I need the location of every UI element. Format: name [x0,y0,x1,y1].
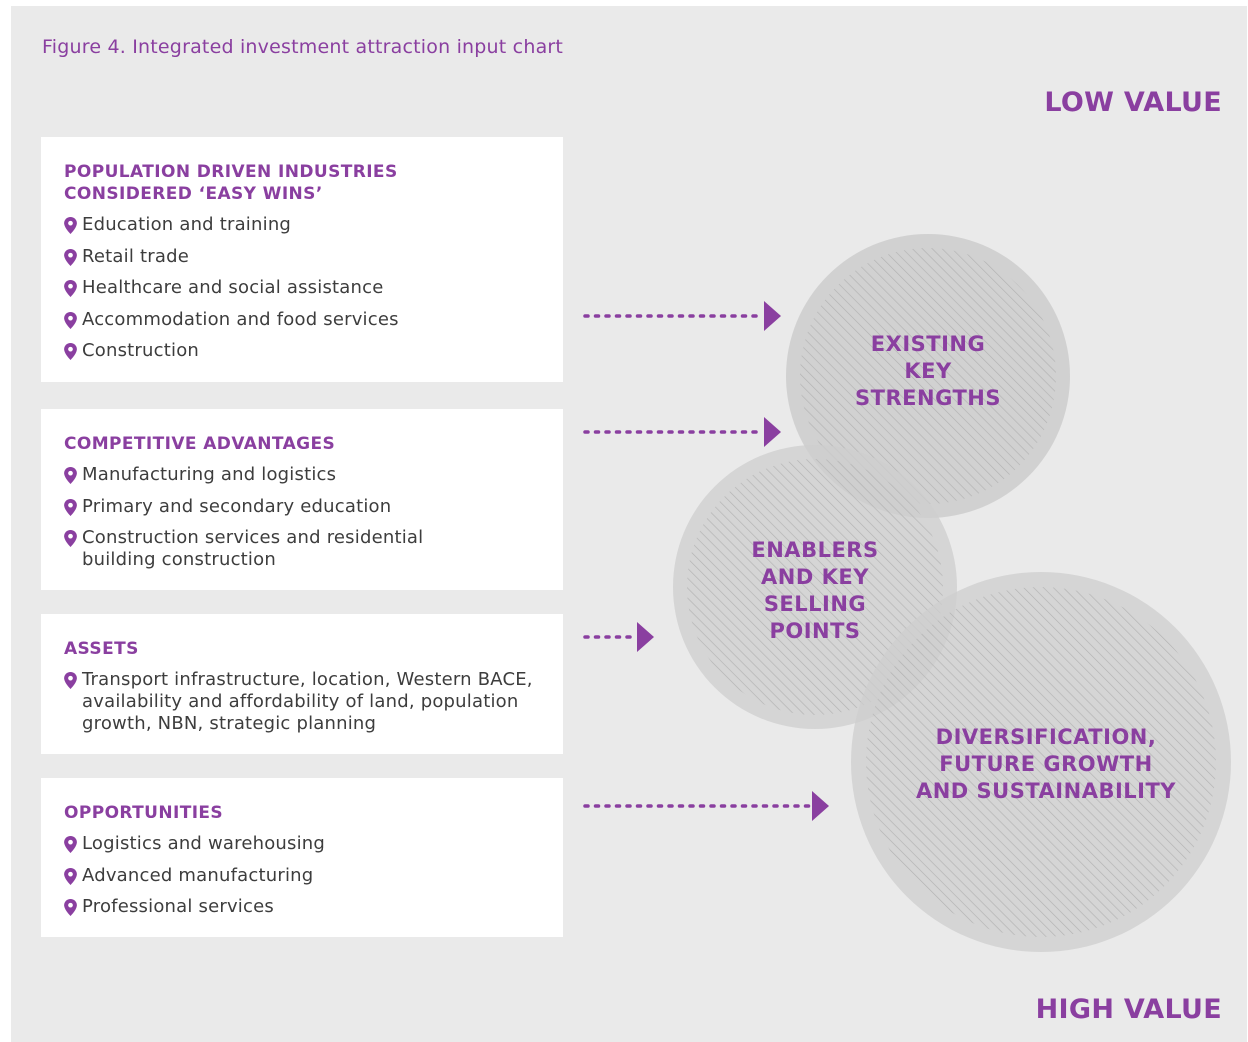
map-pin-icon [64,467,77,484]
industry-list: Education and training Retail trade Heal… [64,214,543,362]
list-item-text-line: building construction [82,549,276,570]
arrow-advantages-to-strengths [583,417,781,447]
card-population-driven-industries: POPULATION DRIVEN INDUSTRIES CONSIDERED … [41,137,563,382]
list-item: Manufacturing and logistics [64,464,543,486]
list-item-text: Education and training [82,214,292,235]
map-pin-icon [64,217,77,234]
circle-diversification [851,572,1231,952]
list-item-text: Manufacturing and logistics [82,464,337,485]
advantage-list: Manufacturing and logistics Primary and … [64,464,543,571]
circle-label-existing-key-strengths: EXISTING KEY STRENGTHS [855,332,1001,410]
card-title: POPULATION DRIVEN INDUSTRIES CONSIDERED … [64,161,543,205]
map-pin-icon [64,248,77,266]
list-item: Primary and secondary education [64,496,543,518]
card-title: ASSETS [64,638,543,660]
map-pin-icon [64,672,77,689]
low-value-label: LOW VALUE [1044,87,1222,118]
list-item-text-line: Construction services and residential [82,527,424,548]
circle-label-enablers: ENABLERS AND KEY SELLING POINTS [751,538,879,643]
list-item-text-line: growth, NBN, strategic planning [82,713,377,734]
list-item: Retail trade [64,246,543,268]
map-pin-icon [64,280,77,297]
card-opportunities: OPPORTUNITIES Logistics and warehousing … [41,778,563,937]
figure-title: Figure 4. Integrated investment attracti… [42,36,564,58]
map-pin-icon [64,899,77,916]
card-title-line: ASSETS [64,639,139,659]
list-item: Construction [64,340,543,362]
card-assets: ASSETS Transport infrastructure, locatio… [41,614,563,754]
map-pin-icon [64,836,77,853]
card-title: OPPORTUNITIES [64,802,543,824]
list-item-text: Retail trade [82,245,189,267]
list-item-text: Professional services [82,896,274,917]
arrow-population-to-strengths [583,301,781,331]
card-title-line: CONSIDERED ‘EASY WINS’ [64,184,323,204]
list-item: Transport infrastructure, location, West… [64,669,543,735]
list-item-text: Advanced manufacturing [82,864,314,886]
opportunity-list: Logistics and warehousing Advanced manuf… [64,833,543,918]
list-item-text-line: availability and affordability of land, … [82,691,519,712]
list-item-text: Logistics and warehousing [82,833,326,854]
arrow-assets-to-enablers [583,622,654,652]
list-item: Professional services [64,896,543,918]
list-item-text: Healthcare and social assistance [82,277,384,298]
list-item-text-line: Transport infrastructure, location, West… [82,669,533,690]
map-pin-icon [64,867,77,885]
list-item: Logistics and warehousing [64,833,543,855]
list-item: Education and training [64,214,543,236]
list-item-text: Construction [82,340,200,361]
circle-label-diversification: DIVERSIFICATION, FUTURE GROWTH AND SUSTA… [915,725,1176,803]
map-pin-icon [64,311,77,329]
card-competitive-advantages: COMPETITIVE ADVANTAGES Manufacturing and… [41,409,563,590]
card-title-line: OPPORTUNITIES [64,803,224,823]
circle-existing-key-strengths [786,234,1070,518]
arrow-opportunities-to-diversification [583,791,829,821]
high-value-label: HIGH VALUE [1035,994,1222,1025]
card-title-line: POPULATION DRIVEN INDUSTRIES [64,162,398,182]
list-item: Accommodation and food services [64,309,543,331]
card-title: COMPETITIVE ADVANTAGES [64,433,543,455]
map-pin-icon [64,498,77,516]
list-item: Advanced manufacturing [64,865,543,887]
list-item-text: Accommodation and food services [82,308,399,330]
card-title-line: COMPETITIVE ADVANTAGES [64,434,336,454]
asset-list: Transport infrastructure, location, West… [64,669,543,735]
map-pin-icon [64,343,77,360]
map-pin-icon [64,530,77,547]
list-item: Healthcare and social assistance [64,277,543,299]
list-item-text: Primary and secondary education [82,495,392,517]
